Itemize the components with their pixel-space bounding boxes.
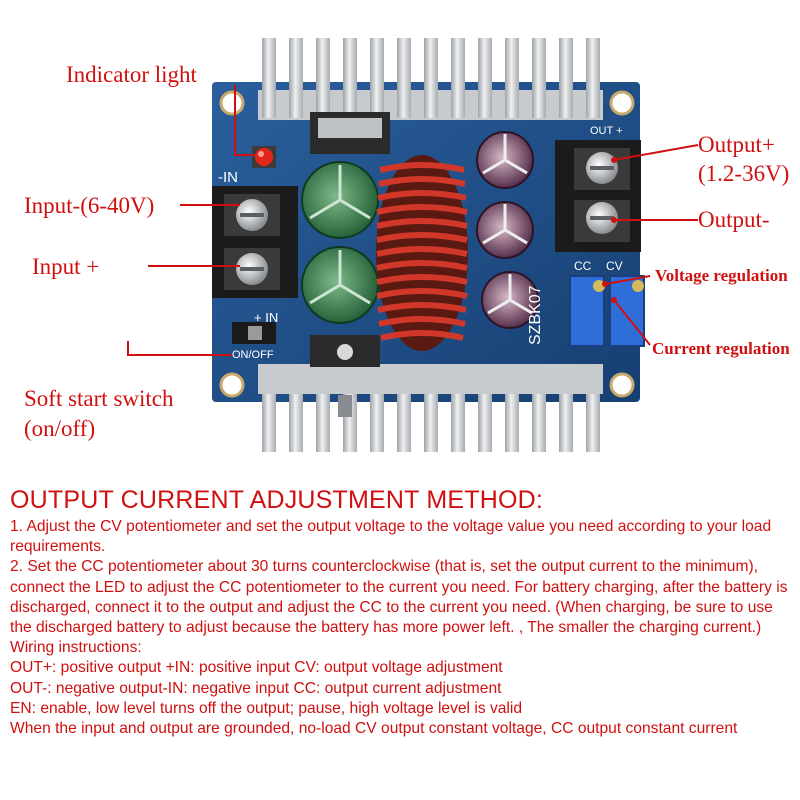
silk-out-plus: OUT + [590, 125, 623, 137]
instruction-line: OUT+: positive output +IN: positive inpu… [10, 659, 503, 677]
instruction-line: OUT-: negative output-IN: negative input… [10, 679, 502, 697]
output-capacitors [476, 131, 539, 329]
indicator-led [252, 146, 276, 168]
buck-converter-board-illustration: -IN + IN ON/OFF OUT + CC CV SZBK07 [127, 38, 699, 452]
input-terminal-block [212, 186, 298, 298]
callout-output-range: (1.2-36V) [698, 161, 790, 186]
inductor-coil [376, 155, 468, 351]
silk-cv: CV [606, 259, 623, 273]
instruction-line: Wiring instructions: [10, 639, 142, 657]
callout-lines [127, 85, 699, 356]
silk-cc: CC [574, 259, 592, 273]
callout-soft-start-onoff: (on/off) [24, 416, 96, 441]
bottom-heatsink [258, 335, 603, 452]
silk-plus-in: + IN [254, 310, 278, 325]
callout-input-minus: Input-(6-40V) [24, 193, 155, 218]
input-capacitors [301, 161, 379, 324]
product-photo-area: -IN + IN ON/OFF OUT + CC CV SZBK07 Indic… [24, 38, 790, 452]
instructions-title: OUTPUT CURRENT ADJUSTMENT METHOD: [10, 486, 544, 514]
instruction-line: When the input and output are grounded, … [10, 720, 738, 738]
instruction-line: EN: enable, low level turns off the outp… [10, 699, 523, 717]
silk-on-off: ON/OFF [232, 349, 274, 361]
callout-voltage-regulation: Voltage regulation [655, 266, 788, 285]
soft-start-switch [232, 322, 276, 344]
top-heatsink [258, 38, 603, 154]
callout-soft-start: Soft start switch [24, 386, 174, 411]
instructions-body: 1. Adjust the CV potentiometer and set t… [10, 517, 795, 739]
callout-output-minus: Output- [698, 207, 770, 232]
instruction-line: 2. Set the CC potentiometer about 30 tur… [10, 558, 788, 637]
callout-output-plus: Output+ [698, 132, 775, 157]
callout-indicator-light: Indicator light [66, 62, 197, 87]
silk-minus-in: -IN [218, 169, 238, 186]
potentiometers [569, 275, 645, 347]
callout-current-regulation: Current regulation [652, 339, 790, 358]
silk-model: SZBK07 [527, 285, 544, 345]
instruction-line: 1. Adjust the CV potentiometer and set t… [10, 518, 772, 556]
callout-input-plus: Input + [32, 254, 100, 279]
instructions-section: OUTPUT CURRENT ADJUSTMENT METHOD: 1. Adj… [10, 485, 795, 739]
